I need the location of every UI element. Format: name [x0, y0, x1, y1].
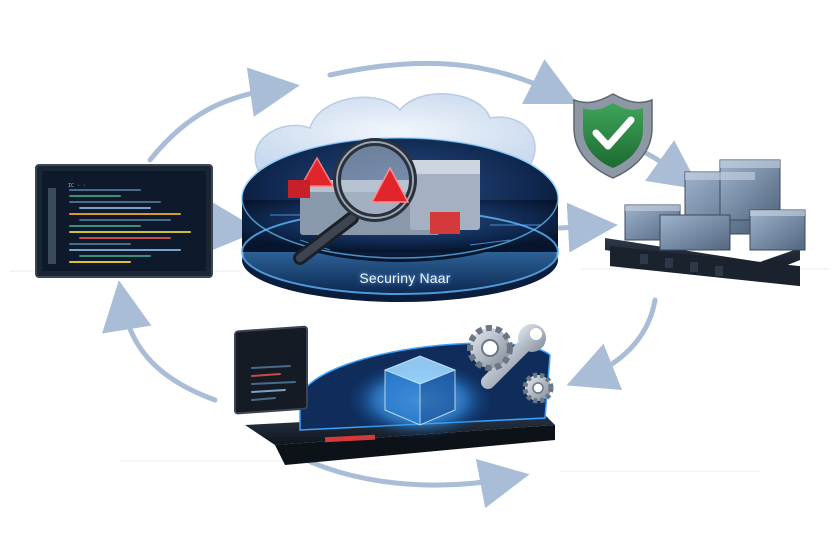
scanner-label: Securiny Naar — [359, 270, 451, 286]
arrow-server-to-build — [566, 297, 658, 391]
line-numbers — [48, 188, 56, 264]
arrow-build-to-editor — [102, 280, 218, 403]
security-scanner-disc — [241, 137, 559, 302]
code-lines — [69, 189, 191, 263]
arrow-top-right — [327, 59, 578, 104]
alert-triangle-icon — [370, 166, 410, 203]
editor-header-text: IC · · — [68, 183, 87, 189]
server-rack-icon — [605, 159, 806, 287]
code-editor-icon — [35, 164, 213, 278]
shield-check-icon — [573, 93, 653, 179]
gear-icon — [467, 325, 554, 404]
arrow-editor-to-scanner — [208, 201, 260, 252]
arrow-shield-to-server — [637, 140, 701, 190]
cube-icon — [345, 355, 495, 440]
magnifier-icon — [293, 138, 417, 265]
arrow-top-left — [147, 67, 300, 163]
arrow-scanner-to-server — [557, 202, 618, 253]
alert-triangle-icon — [299, 156, 335, 187]
